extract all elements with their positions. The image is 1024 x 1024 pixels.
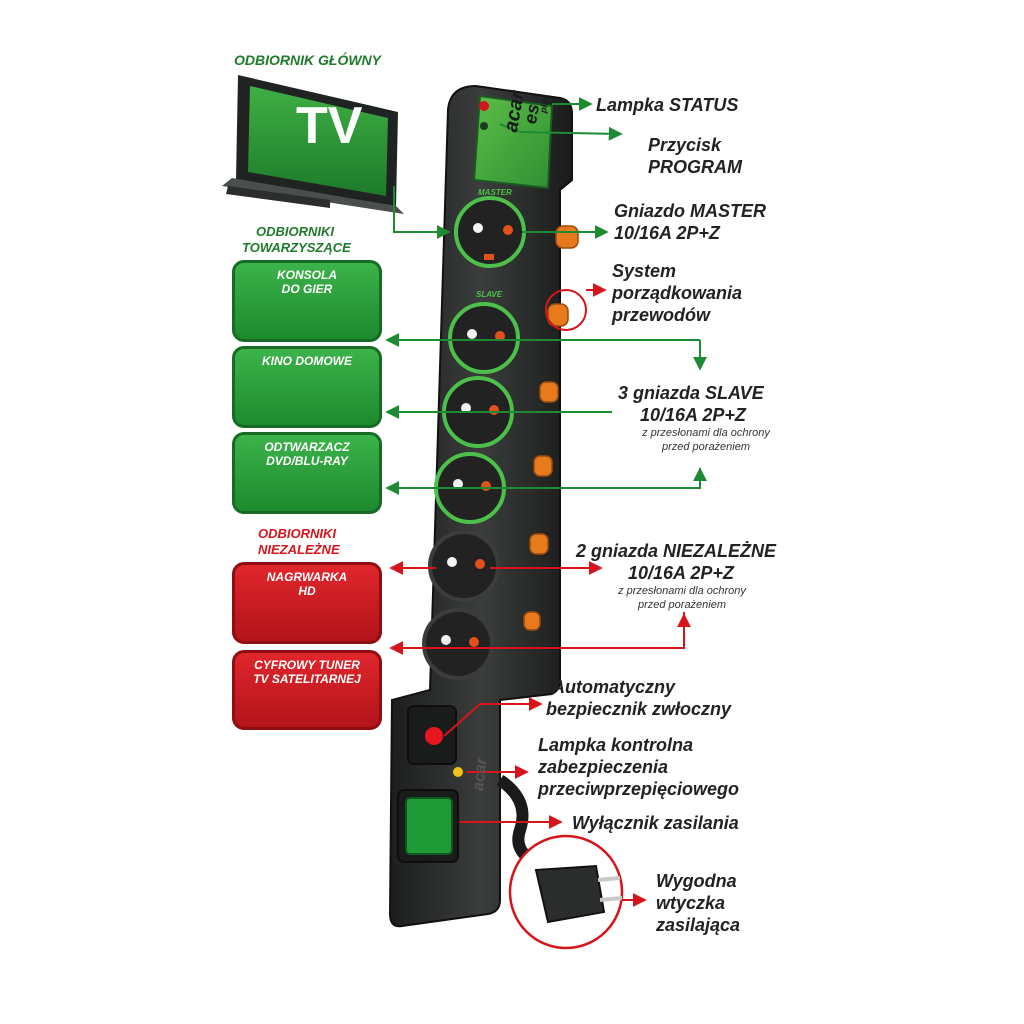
card-home-cinema: KINO DOMOWE <box>232 346 382 428</box>
power-switch-icon[interactable] <box>405 797 453 855</box>
slave-tag: SLAVE <box>476 290 503 299</box>
strip-bottom-brand: acar <box>470 757 491 792</box>
status-lamp-icon <box>479 101 489 111</box>
label-cable-1: System <box>612 261 677 281</box>
label-fuse-2: bezpiecznik zwłoczny <box>546 699 732 719</box>
card-title-line: TV SATELITARNEJ <box>253 672 361 686</box>
label-cable-2: porządkowania <box>612 283 743 303</box>
label-independent-sub-2: przed porażeniem <box>637 599 727 611</box>
label-program-1: Przycisk <box>648 135 722 155</box>
label-surge-1: Lampka kontrolna <box>538 735 694 755</box>
label-slave-1: 3 gniazda SLAVE <box>618 383 764 403</box>
label-slave-2: 10/16A 2P+Z <box>640 405 746 425</box>
label-independent-2: 10/16A 2P+Z <box>628 563 734 583</box>
label-slave-sub-1: z przesłonami dla ochrony <box>642 427 770 439</box>
heading-companion-1: ODBIORNIKI <box>256 224 334 239</box>
fuse-button-icon[interactable] <box>425 727 443 745</box>
label-master-2: 10/16A 2P+Z <box>614 223 720 243</box>
program-button-icon[interactable] <box>480 122 488 130</box>
card-title-line: DVD/BLU-RAY <box>266 454 348 468</box>
label-fuse-1: Automatyczny <box>552 677 676 697</box>
card-title-line: HD <box>298 584 316 598</box>
label-plug-2: wtyczka <box>656 893 726 913</box>
label-slave-sub-2: przed porażeniem <box>661 441 751 453</box>
label-plug-1: Wygodna <box>656 871 737 891</box>
master-tag: MASTER <box>478 188 512 197</box>
label-surge-3: przeciwprzepięciowego <box>538 779 740 799</box>
label-power-switch: Wyłącznik zasilania <box>572 813 739 833</box>
heading-independent-1: ODBIORNIKI <box>258 526 336 541</box>
tv-label: TV <box>296 97 363 155</box>
heading-main-receiver: ODBIORNIK GŁÓWNY <box>234 52 381 68</box>
label-status-lamp: Lampka STATUS <box>596 95 739 115</box>
socket-slave-1 <box>448 302 520 374</box>
card-title-line: NAGRWARKA <box>266 570 348 584</box>
green-connectors <box>385 97 707 495</box>
label-surge-2: zabezpieczenia <box>538 757 669 777</box>
socket-independent-1 <box>428 530 500 602</box>
red-connectors <box>389 283 691 907</box>
plug-icon <box>534 864 606 924</box>
tv-illustration <box>222 75 404 214</box>
label-independent-sub-1: z przesłonami dla ochrony <box>618 585 746 597</box>
label-program-2: PROGRAM <box>648 157 742 177</box>
card-title-line: CYFROWY TUNER <box>254 658 360 672</box>
label-cable-3: przewodów <box>612 305 710 325</box>
heading-independent-2: NIEZALEŻNE <box>258 542 340 557</box>
label-independent-1: 2 gniazda NIEZALEŻNE <box>576 541 777 561</box>
label-plug-3: zasilająca <box>656 915 741 935</box>
socket-independent-2 <box>422 608 494 680</box>
surge-lamp-icon <box>453 767 463 777</box>
card-title-line: ODTWARZACZ <box>264 440 350 454</box>
card-title-line: KONSOLA <box>277 268 337 282</box>
card-title-line: DO GIER <box>281 282 333 296</box>
label-master-1: Gniazdo MASTER <box>614 201 766 221</box>
socket-master <box>454 196 526 268</box>
heading-companion-2: TOWARZYSZĄCE <box>242 240 351 255</box>
card-title: KINO DOMOWE <box>262 354 352 368</box>
